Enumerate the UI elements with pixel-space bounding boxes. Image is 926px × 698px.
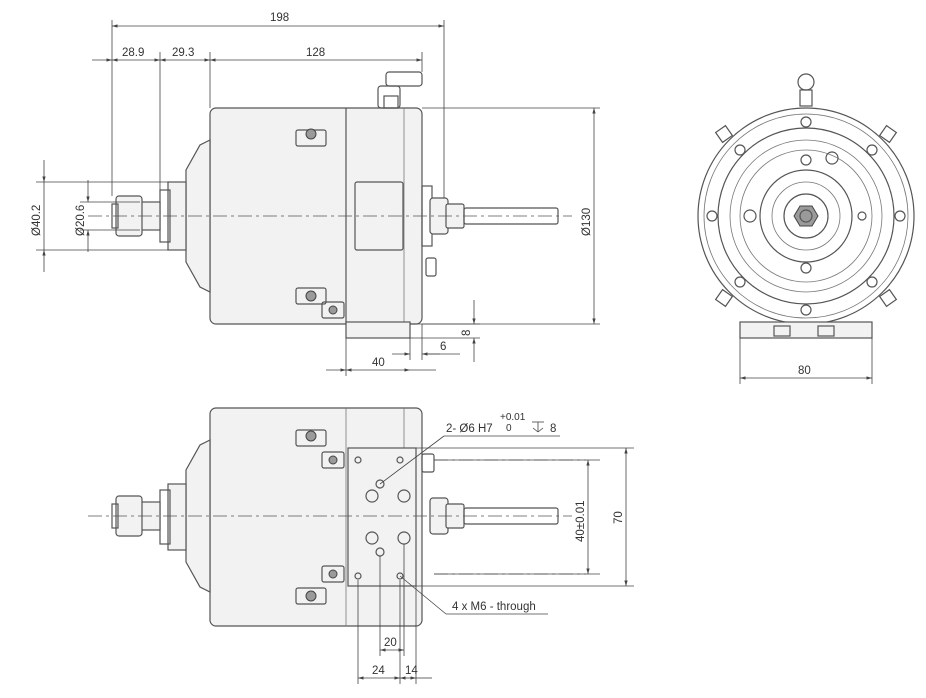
bottom-screw-bottom — [295, 565, 345, 605]
callout-thread-spec: 4 x M6 - through — [452, 601, 536, 613]
front-base — [739, 321, 873, 339]
callout-pin-hole-tol-lower: 0 — [506, 423, 512, 434]
dim-hole-spacing: 40±0.01 — [575, 501, 587, 543]
air-fitting — [377, 71, 423, 109]
rear-connector — [421, 185, 559, 277]
front-view: 80 — [697, 73, 915, 384]
bolt-circle — [706, 116, 906, 316]
dim-front-section-b: 29.3 — [172, 47, 194, 59]
dim-body-dia: Ø130 — [581, 208, 593, 236]
body-screw-bottom — [295, 287, 345, 319]
mounting-plate — [347, 447, 417, 587]
nameplate-window — [354, 181, 404, 251]
dim-total-length: 198 — [270, 12, 289, 24]
dim-base-width: 80 — [798, 365, 811, 377]
callout-pin-hole-tol-upper: +0.01 — [500, 412, 526, 423]
bottom-view: 40±0.01 70 2- Ø6 H7 +0.01 0 8 4 x M6 - t… — [88, 407, 634, 684]
mounting-base — [345, 321, 411, 339]
dim-plate-height: 70 — [613, 511, 625, 524]
body-screw-top — [295, 128, 327, 147]
hex-nut — [793, 205, 819, 227]
dim-base-length: 40 — [372, 357, 385, 369]
dim-front-section-a: 28.9 — [122, 47, 144, 59]
bottom-screw-top — [295, 429, 345, 469]
depth-symbol — [532, 421, 544, 433]
dim-base-offset: 6 — [440, 341, 446, 353]
callout-pin-hole-depth: 8 — [550, 423, 556, 435]
dim-shaft-dia-large: Ø40.2 — [31, 205, 43, 236]
lifting-eye — [797, 73, 815, 107]
dim-body-length: 128 — [306, 47, 325, 59]
dim-plate-offset-a: 24 — [372, 665, 385, 677]
dim-base-height: 8 — [461, 330, 473, 336]
callout-pin-hole-spec: 2- Ø6 H7 — [446, 423, 493, 435]
side-view: 198 28.9 29.3 128 Ø40.2 Ø20.6 Ø130 — [31, 12, 600, 376]
dim-plate-offset-b: 14 — [405, 665, 418, 677]
dim-hole-pitch-x: 20 — [384, 637, 397, 649]
dim-shaft-dia-small: Ø20.6 — [75, 205, 87, 236]
